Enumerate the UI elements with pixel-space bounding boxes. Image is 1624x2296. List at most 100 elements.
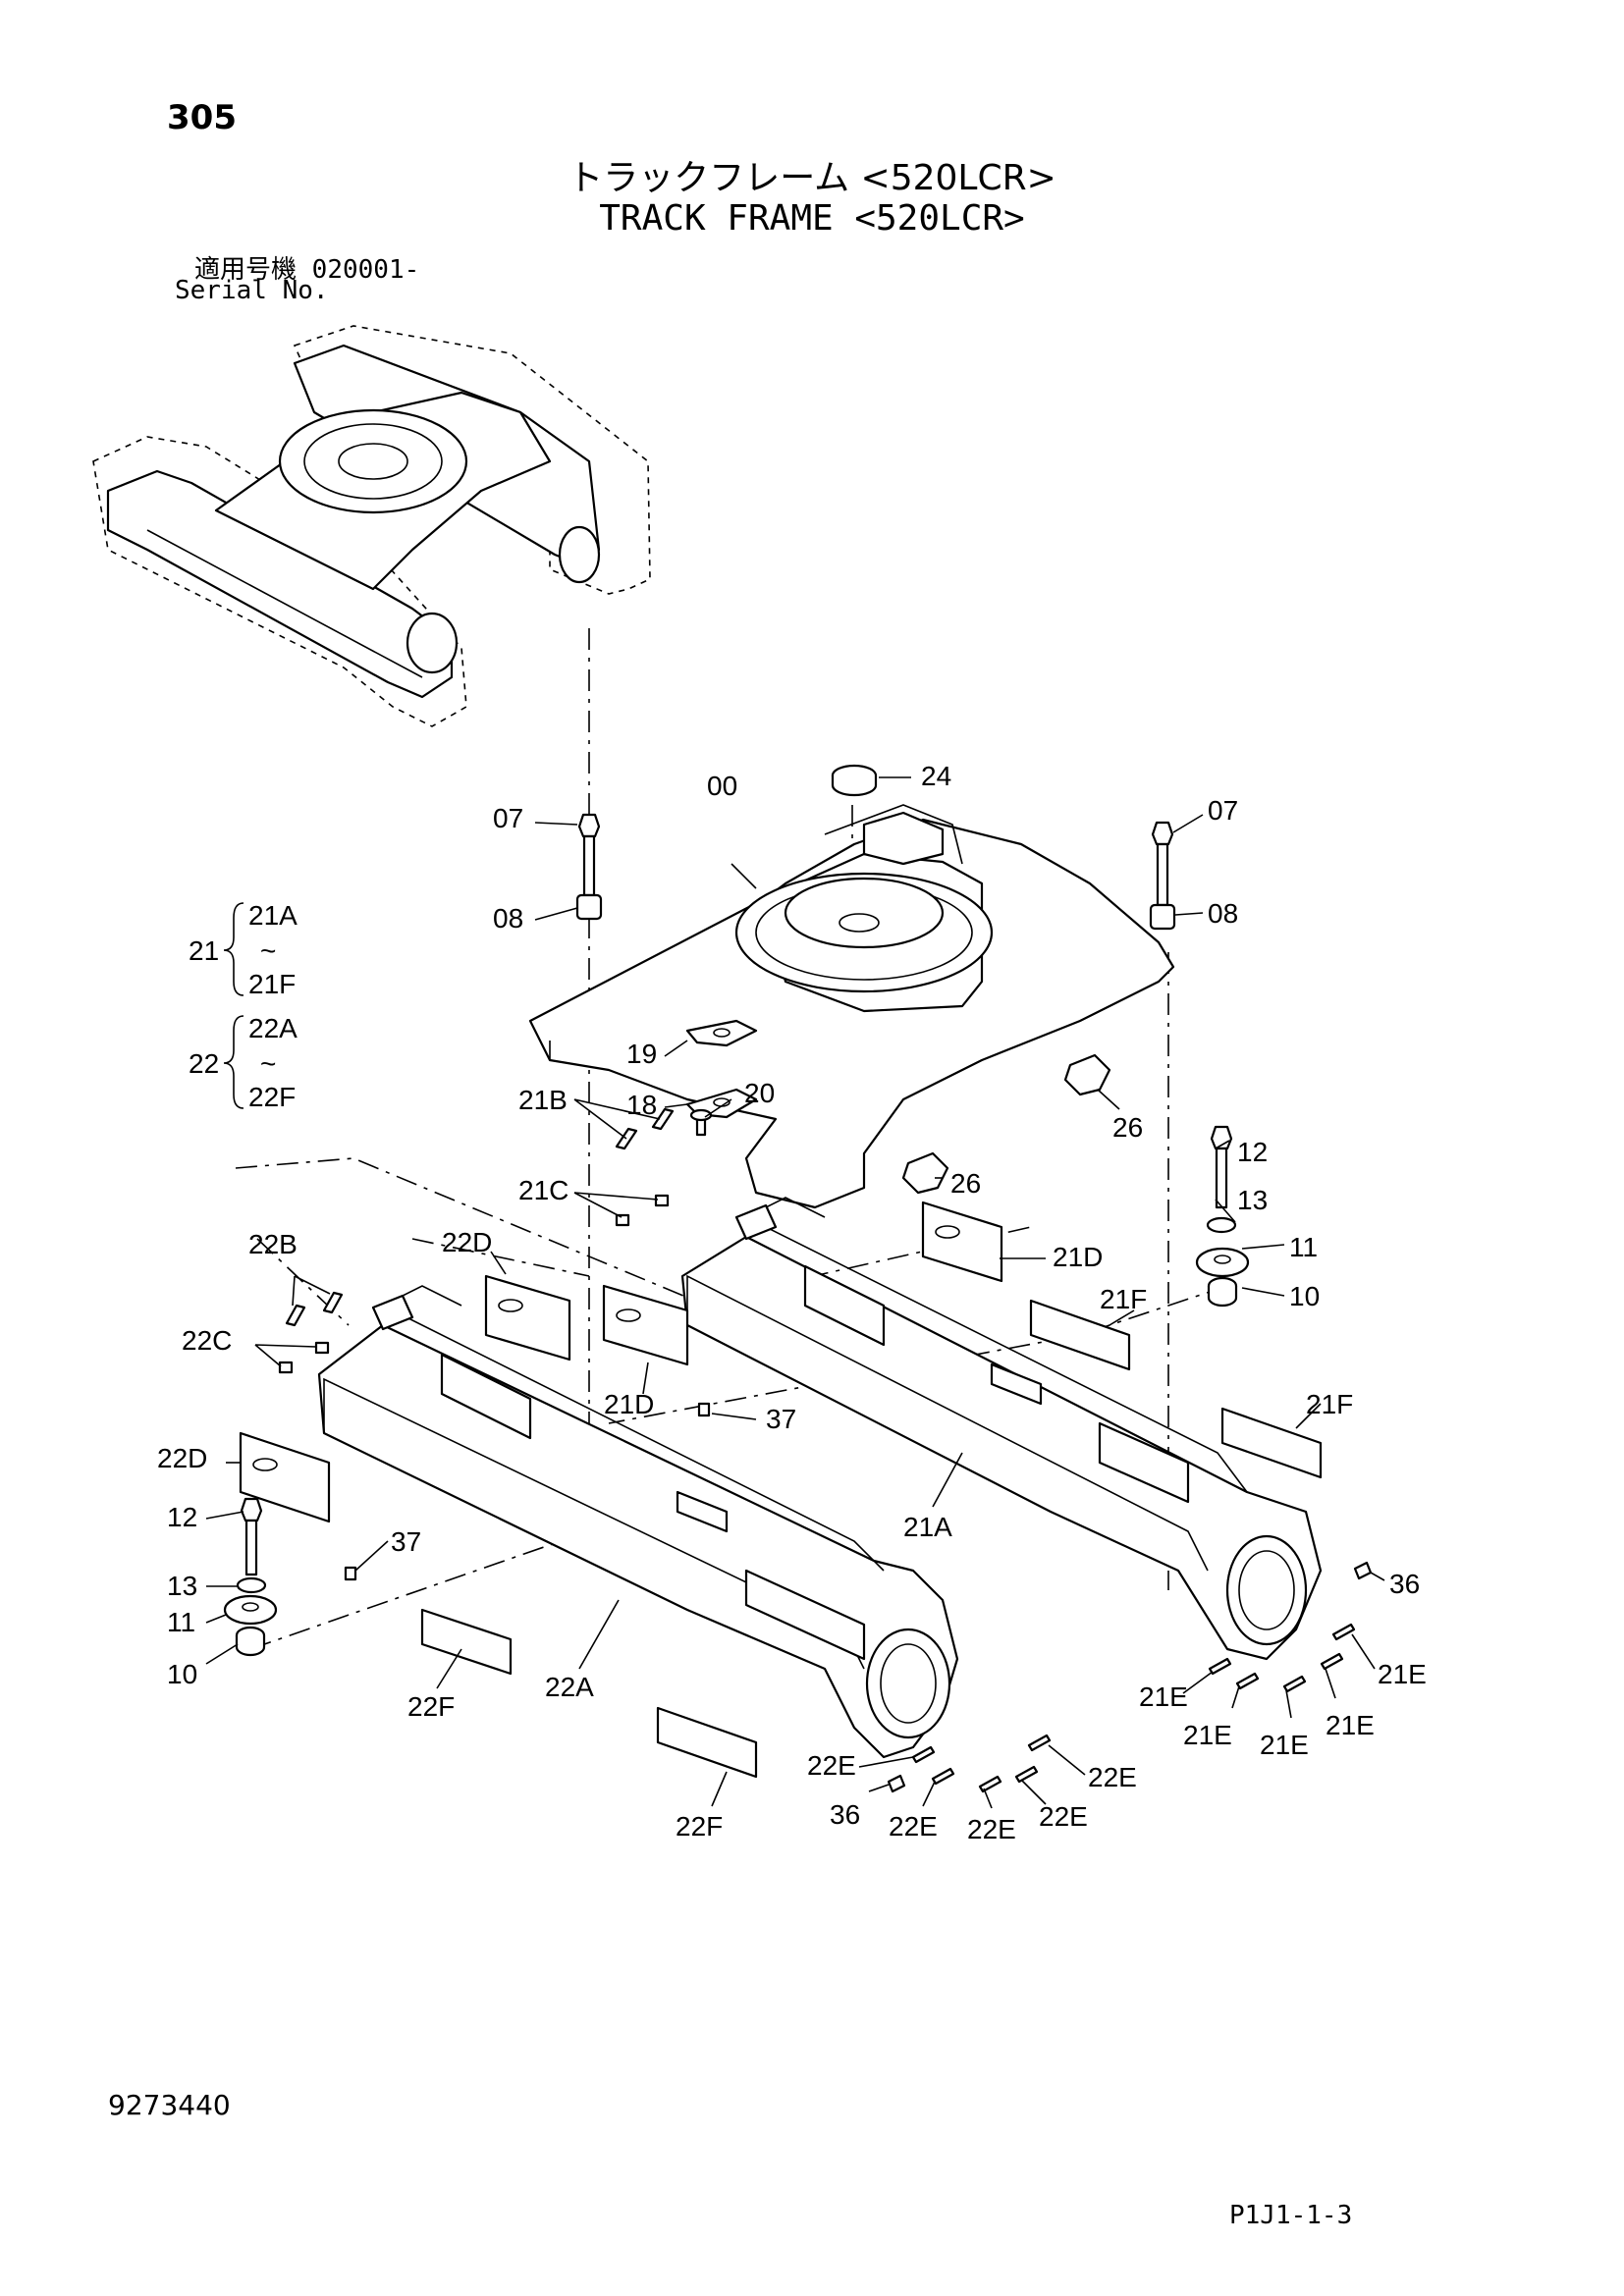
- title-japanese: トラックフレーム <520LCR>: [568, 158, 1056, 198]
- part-21D-plate-b: [602, 1284, 689, 1366]
- part-22F-pad-b: [656, 1706, 758, 1779]
- callout-labels: 00 24 07 08 07 08 19 18 20 26 26 21B 21C…: [157, 761, 1427, 1844]
- callout-21E-c: 21E: [1260, 1730, 1309, 1760]
- part-22D-plate-b: [239, 1431, 331, 1523]
- callout-11-left: 11: [167, 1607, 195, 1637]
- callout-12-right: 12: [1237, 1137, 1268, 1167]
- callout-21E-e: 21E: [1378, 1659, 1427, 1689]
- part-07-bolt-left: [577, 813, 601, 897]
- page-number: 305: [167, 98, 237, 137]
- group-brace-22: [223, 1015, 244, 1109]
- part-36-fitting-right: [1353, 1561, 1373, 1580]
- group-21-tilde: ~: [260, 935, 276, 966]
- callout-21D-b: 21D: [604, 1389, 654, 1419]
- part-22D-plate-a: [484, 1274, 571, 1362]
- callout-22E-c: 22E: [889, 1811, 938, 1842]
- part-07-bolt-right: [1151, 821, 1174, 907]
- group-label-21: 21: [189, 935, 219, 966]
- part-21F-pad-b: [1220, 1407, 1323, 1479]
- part-21C-blocks: [615, 1194, 670, 1227]
- callout-22A: 22A: [545, 1672, 594, 1702]
- callout-21F-a: 21F: [1100, 1284, 1147, 1314]
- callout-13-left: 13: [167, 1571, 197, 1601]
- callout-22E-e: 22E: [1039, 1801, 1088, 1832]
- callout-36-left: 36: [830, 1799, 860, 1830]
- group-22-to: 22F: [248, 1082, 296, 1112]
- part-21A-side-frame: [680, 1197, 1323, 1661]
- page-code: P1J1-1-3: [1229, 2201, 1353, 2230]
- callout-21E-b: 21E: [1183, 1720, 1232, 1750]
- callout-11-right: 11: [1289, 1232, 1318, 1262]
- group-label-22: 22: [189, 1048, 219, 1079]
- callout-08-left: 08: [493, 903, 523, 934]
- main-exploded-view: 21 21A ~ 21F 22 22A ~ 22F 00 24 07 08 07…: [157, 628, 1427, 1844]
- callout-21C: 21C: [518, 1175, 568, 1205]
- part-22B-shims: [285, 1291, 344, 1327]
- document-number: 9273440: [108, 2089, 231, 2121]
- callout-21F-b: 21F: [1306, 1389, 1353, 1419]
- callout-08-right: 08: [1208, 898, 1238, 929]
- callout-00: 00: [707, 771, 737, 801]
- part-21E-pins: [1208, 1623, 1356, 1693]
- callout-22D-b: 22D: [157, 1443, 207, 1473]
- part-10-spacer-right: [1207, 1276, 1238, 1308]
- part-00-center-frame: [528, 804, 1175, 1209]
- callout-12-left: 12: [167, 1502, 197, 1532]
- callout-26-b: 26: [950, 1168, 981, 1199]
- serial-applicable-label: 適用号機 020001-: [194, 249, 419, 286]
- serial-value: 020001-: [311, 255, 420, 285]
- part-22A-side-frame: [317, 1285, 959, 1759]
- callout-21B: 21B: [518, 1085, 568, 1115]
- part-22E-pins: [911, 1734, 1052, 1793]
- callout-21D-a: 21D: [1053, 1242, 1103, 1272]
- part-10-spacer-left: [235, 1626, 266, 1657]
- overview-thumbnail: [92, 325, 651, 727]
- part-13-washer-left: [236, 1576, 267, 1594]
- group-22-from: 22A: [248, 1013, 298, 1043]
- part-26-cushion-b: [901, 1151, 949, 1195]
- part-37-plug-a: [697, 1402, 711, 1417]
- callout-22E-b: 22E: [1088, 1762, 1137, 1792]
- callout-21A: 21A: [903, 1512, 952, 1542]
- callout-07-right: 07: [1208, 795, 1238, 826]
- callout-26-a: 26: [1112, 1112, 1143, 1143]
- callout-22E-a: 22E: [807, 1750, 856, 1781]
- callout-18: 18: [626, 1090, 657, 1120]
- part-12-bolt-left: [240, 1497, 263, 1576]
- callout-10-right: 10: [1289, 1281, 1320, 1311]
- part-21F-pad-a: [1029, 1299, 1131, 1371]
- callout-07-left: 07: [493, 803, 523, 833]
- part-08-spacer-left: [575, 893, 603, 921]
- callout-22C: 22C: [182, 1325, 232, 1356]
- serial-label-english: Serial No.: [175, 276, 329, 305]
- callout-22E-d: 22E: [967, 1814, 1016, 1844]
- part-37-plug-b: [344, 1566, 357, 1581]
- part-19-plate: [685, 1019, 758, 1047]
- callout-21E-a: 21E: [1139, 1682, 1188, 1712]
- callout-10-left: 10: [167, 1659, 197, 1689]
- serial-label-japanese: 適用号機: [194, 255, 298, 285]
- callout-22F-b: 22F: [676, 1811, 723, 1842]
- group-22-tilde: ~: [260, 1048, 276, 1079]
- callout-22B: 22B: [248, 1229, 298, 1259]
- leader-lines: [205, 776, 1385, 1809]
- part-22F-pad-a: [420, 1608, 513, 1676]
- callout-20: 20: [744, 1078, 775, 1108]
- part-21D-plate-a: [921, 1201, 1003, 1283]
- part-13-washer-right: [1206, 1216, 1237, 1234]
- callout-37-a: 37: [766, 1404, 796, 1434]
- part-20-bolt: [689, 1108, 713, 1137]
- callout-37-b: 37: [391, 1526, 421, 1557]
- part-22C-blocks: [278, 1341, 330, 1374]
- part-26-cushion-a: [1063, 1053, 1111, 1096]
- group-21-to: 21F: [248, 969, 296, 999]
- title-english: TRACK FRAME <520LCR>: [599, 198, 1025, 239]
- group-21-from: 21A: [248, 900, 298, 931]
- part-36-fitting-left: [887, 1774, 906, 1793]
- callout-13-right: 13: [1237, 1185, 1268, 1215]
- callout-36-right: 36: [1389, 1569, 1420, 1599]
- callout-24: 24: [921, 761, 951, 791]
- part-12-bolt-right: [1210, 1125, 1233, 1209]
- part-08-spacer-right: [1149, 903, 1176, 931]
